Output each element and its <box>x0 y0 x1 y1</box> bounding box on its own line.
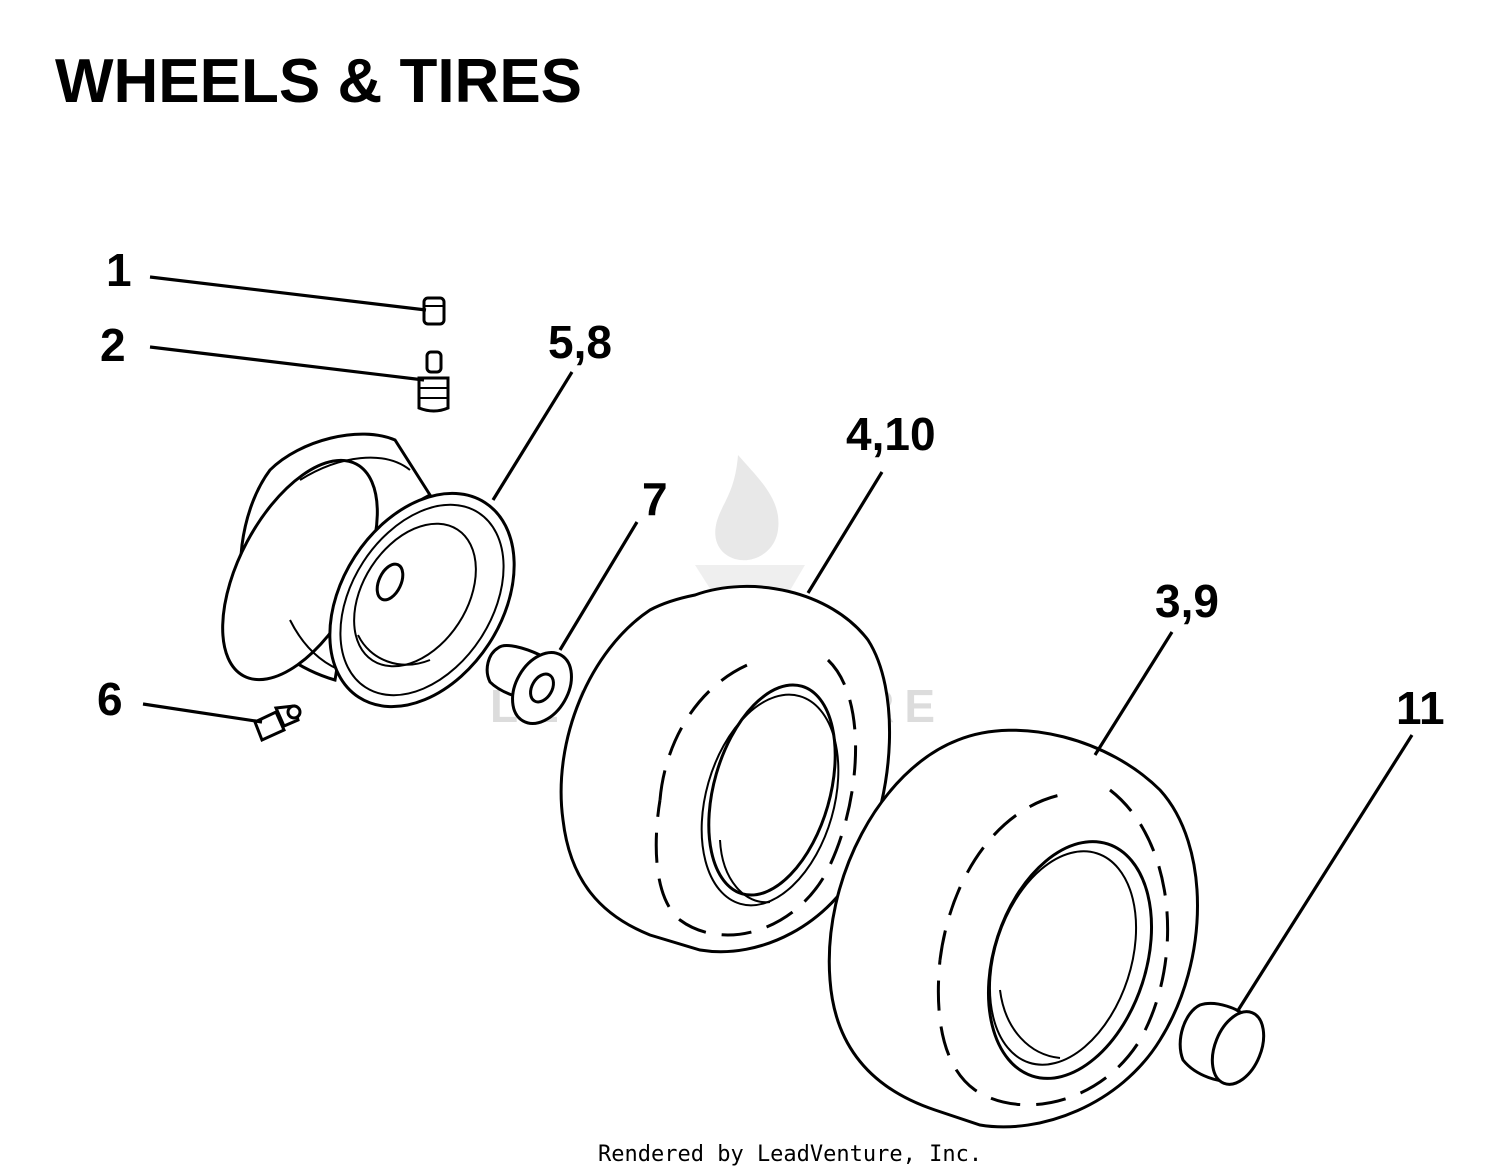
part-grease-fitting[interactable] <box>253 704 302 743</box>
leader-line-2 <box>149 345 425 382</box>
callout-5-8: 5,8 <box>548 316 612 368</box>
part-rim[interactable] <box>191 432 553 741</box>
callout-3-9: 3,9 <box>1155 575 1219 627</box>
leader-lines <box>142 275 1414 1013</box>
callout-2: 2 <box>100 319 126 371</box>
callout-7: 7 <box>642 473 668 525</box>
watermark-flame-icon <box>715 455 779 561</box>
callout-6: 6 <box>97 673 123 725</box>
leader-line-410 <box>806 471 884 594</box>
footer-credit: Rendered by LeadVenture, Inc. <box>598 1142 982 1167</box>
leader-line-1 <box>149 275 427 312</box>
callout-11: 11 <box>1396 682 1445 734</box>
part-front-tire[interactable] <box>559 584 892 954</box>
part-valve-cap[interactable] <box>422 296 446 326</box>
leader-line-7 <box>558 521 639 651</box>
callout-4-10: 4,10 <box>846 408 936 460</box>
leader-line-39 <box>1093 631 1174 756</box>
callouts: 1 2 5,8 4,10 7 3,9 6 11 <box>97 244 1445 734</box>
leader-line-6 <box>142 702 263 724</box>
leader-line-58 <box>491 371 574 501</box>
part-rear-tire[interactable] <box>827 728 1199 1129</box>
part-bushing[interactable] <box>485 642 583 734</box>
part-hub-cap[interactable] <box>1178 1002 1273 1091</box>
part-valve-stem[interactable] <box>417 350 450 413</box>
callout-1: 1 <box>106 244 132 296</box>
leader-line-11 <box>1235 734 1414 1013</box>
page-title: WHEELS & TIRES <box>55 47 582 116</box>
